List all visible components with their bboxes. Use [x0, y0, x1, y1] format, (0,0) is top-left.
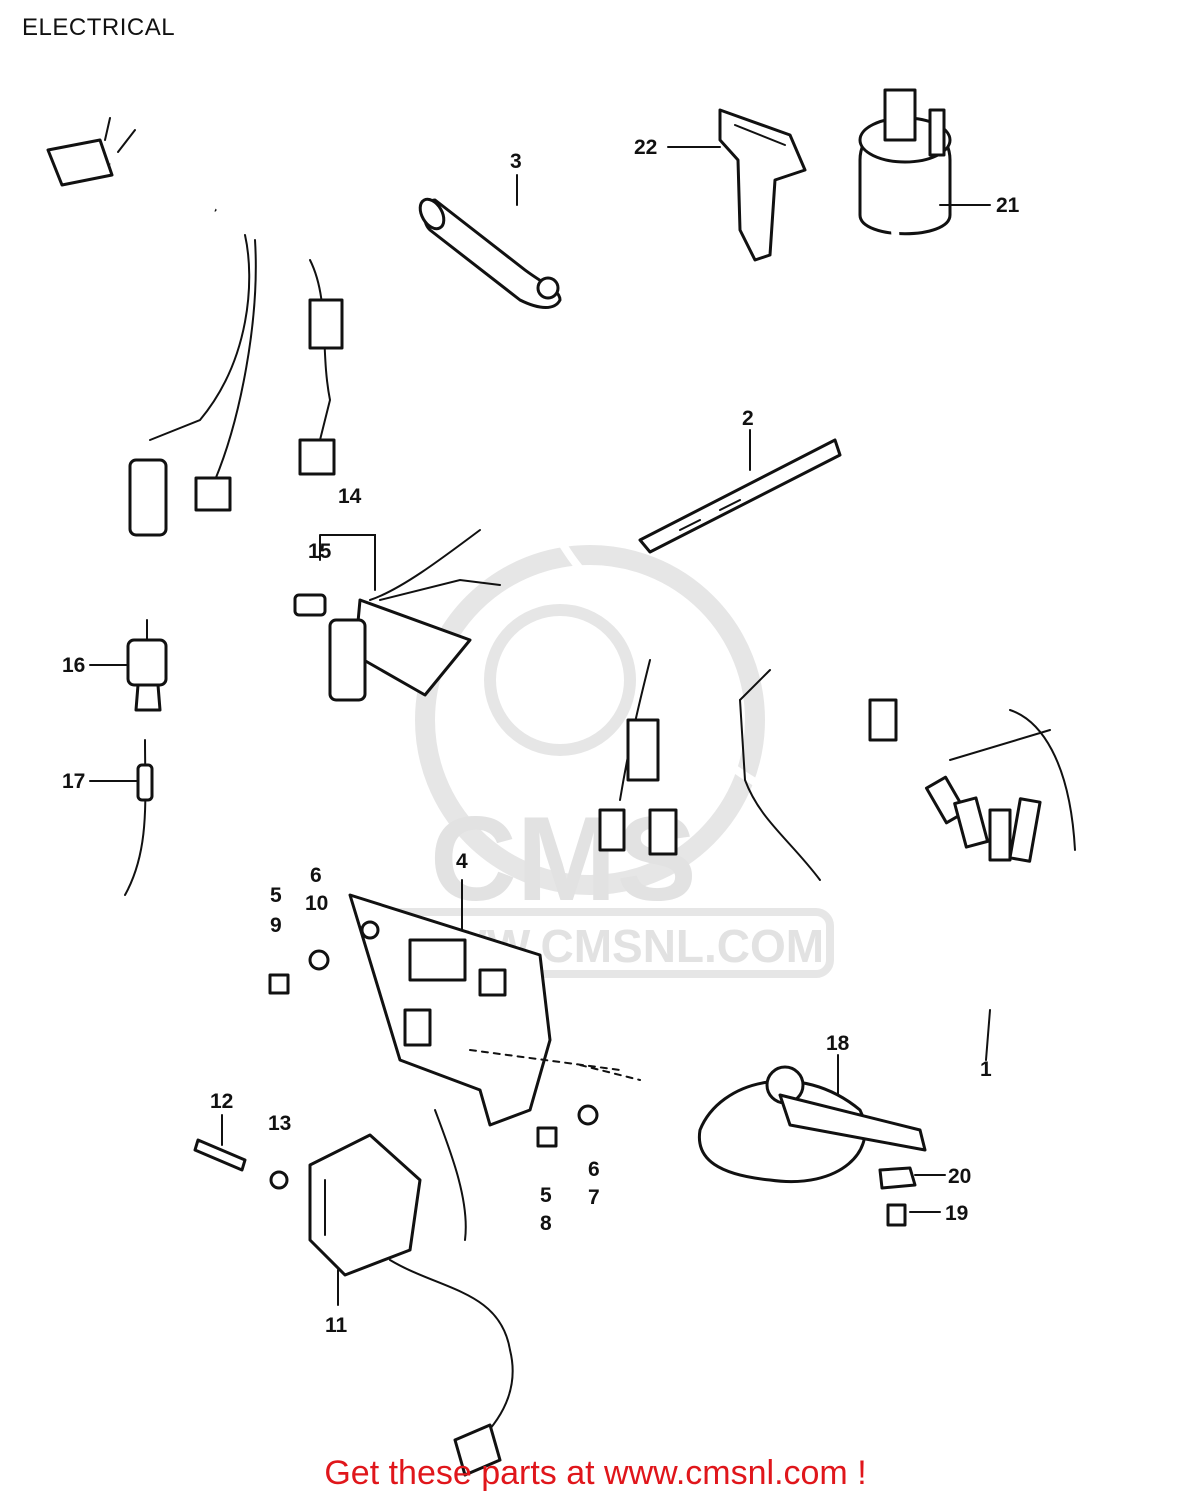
callout-13: 13: [268, 1112, 291, 1135]
callout-7: 7: [588, 1186, 600, 1209]
callout-4: 4: [456, 850, 468, 873]
leader-lines: [89, 146, 991, 1306]
callout-5a: 5: [270, 884, 282, 907]
regulator: [308, 1109, 514, 1477]
callout-11: 11: [325, 1314, 348, 1337]
callout-21: 21: [996, 194, 1020, 217]
callout-14: 14: [338, 485, 362, 508]
promo-link[interactable]: Get these parts at www.cmsnl.com !: [0, 1454, 1191, 1493]
callout-3: 3: [510, 150, 522, 173]
callout-19: 19: [945, 1202, 968, 1225]
ignition-key: [718, 108, 807, 262]
callout-10: 10: [305, 892, 328, 915]
bracket: [348, 893, 552, 1127]
wiring-harness: [46, 117, 1086, 989]
callouts: 1 2 3 4 5 9 6 10 11 12 13 14 15 16 17 18…: [62, 136, 1020, 1337]
page-title: ELECTRICAL: [22, 14, 176, 41]
callout-5b: 5: [540, 1184, 552, 1207]
switch-connectors: [924, 709, 1076, 863]
callout-17: 17: [62, 770, 85, 793]
fasteners: [193, 949, 641, 1190]
callout-15: 15: [308, 540, 332, 563]
callout-22: 22: [634, 136, 657, 159]
fuse-wire: [124, 739, 154, 896]
callout-16: 16: [62, 654, 85, 677]
callout-1: 1: [980, 1058, 992, 1081]
callout-18: 18: [826, 1032, 850, 1055]
ignition-switch: [858, 88, 965, 742]
callout-6b: 6: [588, 1158, 600, 1181]
promo-text: Get these parts at www.cmsnl.com !: [324, 1454, 867, 1492]
callout-6a: 6: [310, 864, 322, 887]
cable-band: [638, 438, 842, 554]
callout-8: 8: [540, 1212, 552, 1235]
callout-2: 2: [742, 407, 754, 430]
callout-9: 9: [270, 914, 282, 937]
callout-12: 12: [210, 1090, 233, 1113]
brake-switch: [126, 619, 168, 712]
watermark-logo: CMS WWW.CMSNL.COM: [376, 545, 834, 978]
callout-20: 20: [948, 1165, 971, 1188]
relay-fuse: [293, 529, 501, 702]
condenser: [418, 197, 562, 309]
horn: [697, 1065, 927, 1227]
